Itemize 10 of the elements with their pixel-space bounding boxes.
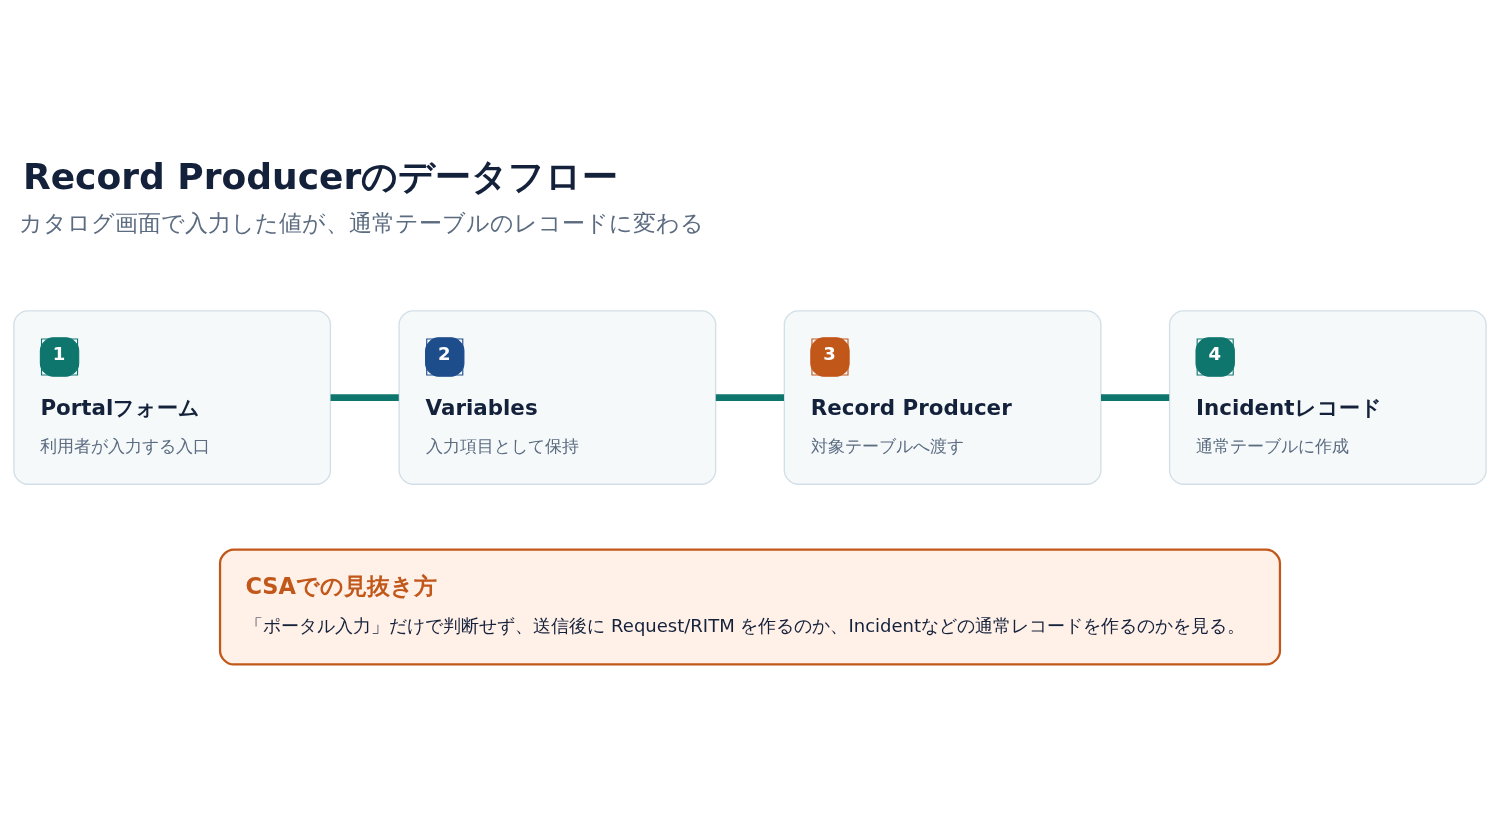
connector	[1101, 393, 1170, 401]
node-box: 1 Portalフォーム 利用者が入力する入口	[13, 309, 332, 485]
node-box: 3 Record Producer 対象テーブルへ渡す	[783, 309, 1102, 485]
node-box: 4 Incidentレコード 通常テーブルに作成	[1168, 309, 1487, 485]
connector	[330, 393, 399, 401]
node-box: CSAでの見抜き方 「ポータル入力」だけで判断せず、送信後に Request/RITM を作るのか、Incidentなどの通常レコードを作るのかを見る。	[218, 548, 1282, 666]
diagram-title: Record Producerのデータフロー	[22, 155, 619, 197]
connector	[715, 393, 784, 401]
node-box: 2 Variables 入力項目として保持	[398, 309, 717, 485]
label: カタログ画面で入力した値が、通常テーブルのレコードに変わる	[18, 209, 704, 236]
